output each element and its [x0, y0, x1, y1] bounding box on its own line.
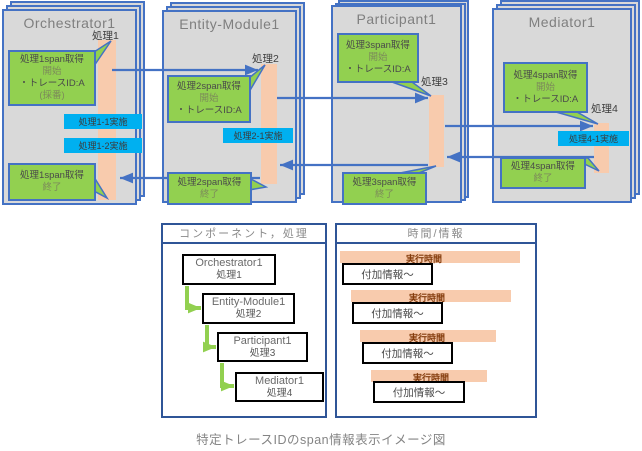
- span-start-note-3: 処理3span取得 開始 ・トレースID:A: [337, 33, 419, 83]
- span-end-note-1: 処理1span取得 終了: [8, 163, 96, 201]
- info-box-1: 付加情報～: [342, 263, 433, 285]
- info-box-3: 付加情報～: [362, 342, 453, 364]
- tree-node-process: 処理1: [216, 270, 242, 281]
- note-line: 終了: [533, 173, 553, 184]
- note-line: 処理3span取得: [352, 176, 417, 188]
- exec-box-1-1: 処理1-1実施: [64, 114, 142, 129]
- note-line: ・トレースID:A: [345, 64, 411, 75]
- time-bar-1: [340, 251, 520, 263]
- tree-node-name: Participant1: [233, 334, 292, 347]
- time-bar-label-1: 実行時間: [406, 254, 443, 264]
- process-label-3: 処理3: [421, 76, 448, 88]
- span-end-note-3: 処理3span取得 終了: [342, 172, 427, 205]
- span-end-note-2: 処理2span取得 終了: [167, 172, 252, 205]
- time-bar-label-2: 実行時間: [409, 293, 446, 303]
- time-bar-label-4: 実行時間: [413, 373, 450, 383]
- note-line: ・トレースID:A: [512, 93, 579, 105]
- process-label-2: 処理2: [252, 53, 279, 65]
- note-line: 開始: [535, 81, 555, 93]
- time-bar-2: [351, 290, 511, 302]
- note-line: 処理4span取得: [511, 161, 575, 172]
- tree-node-process: 処理3: [249, 347, 276, 359]
- time-bar-label-3: 実行時間: [409, 333, 446, 343]
- span-start-note-2: 処理2span取得 開始 ・トレースID:A: [167, 75, 251, 123]
- tree-node-entity-module1: Entity-Module1 処理2: [202, 293, 295, 324]
- note-line: 処理1span取得: [20, 170, 84, 181]
- tree-node-process: 処理4: [266, 387, 293, 399]
- note-line: 処理4span取得: [513, 69, 578, 81]
- note-line: 処理2span取得: [177, 176, 242, 188]
- tree-node-mediator1: Mediator1 処理4: [235, 372, 324, 402]
- span-start-note-1: 処理1span取得 開始 ・トレースID:A (採番): [8, 50, 96, 106]
- component-title: Entity-Module1: [179, 16, 280, 32]
- note-line: ・トレースID:A: [19, 78, 85, 89]
- note-line: 終了: [374, 188, 394, 200]
- exec-box-1-2: 処理1-2実施: [64, 138, 142, 153]
- note-line: 開始: [368, 52, 388, 63]
- exec-box-2-1: 処理2-1実施: [223, 128, 293, 143]
- component-process-header: コンポーネント，処理: [163, 225, 325, 244]
- info-box-2: 付加情報～: [352, 302, 443, 324]
- activation-bar-process3: [429, 95, 444, 167]
- tree-node-process: 処理2: [235, 309, 262, 320]
- note-line: (採番): [39, 90, 65, 101]
- note-line: 処理3span取得: [346, 40, 410, 51]
- exec-box-4-1: 処理4-1実施: [558, 131, 629, 146]
- process-label-4: 処理4: [591, 103, 618, 115]
- time-info-header: 時間/情報: [337, 225, 535, 244]
- component-title: Mediator1: [528, 14, 596, 30]
- note-line: 処理2span取得: [177, 81, 241, 92]
- component-title: Orchestrator1: [23, 15, 116, 31]
- info-box-4: 付加情報～: [373, 381, 465, 403]
- note-line: 開始: [199, 93, 219, 104]
- span-end-note-4: 処理4span取得 終了: [500, 157, 586, 189]
- figure-caption: 特定トレースIDのspan情報表示イメージ図: [196, 433, 446, 447]
- tree-node-name: Mediator1: [255, 374, 304, 387]
- note-line: 処理1span取得: [20, 54, 84, 65]
- tree-node-name: Orchestrator1: [195, 257, 263, 269]
- component-title: Participant1: [356, 11, 437, 27]
- time-bar-4: [371, 370, 487, 382]
- span-start-note-4: 処理4span取得 開始 ・トレースID:A: [503, 62, 588, 113]
- process-label-1: 処理1: [92, 30, 119, 42]
- note-line: ・トレースID:A: [176, 105, 242, 116]
- note-line: 終了: [42, 182, 62, 193]
- activation-bar-process2: [261, 64, 277, 184]
- note-line: 開始: [42, 66, 62, 77]
- tree-node-name: Entity-Module1: [211, 296, 286, 308]
- time-bar-3: [360, 330, 496, 342]
- tree-node-participant1: Participant1 処理3: [217, 332, 308, 362]
- note-line: 終了: [199, 188, 219, 200]
- tree-node-orchestrator1: Orchestrator1 処理1: [182, 254, 276, 285]
